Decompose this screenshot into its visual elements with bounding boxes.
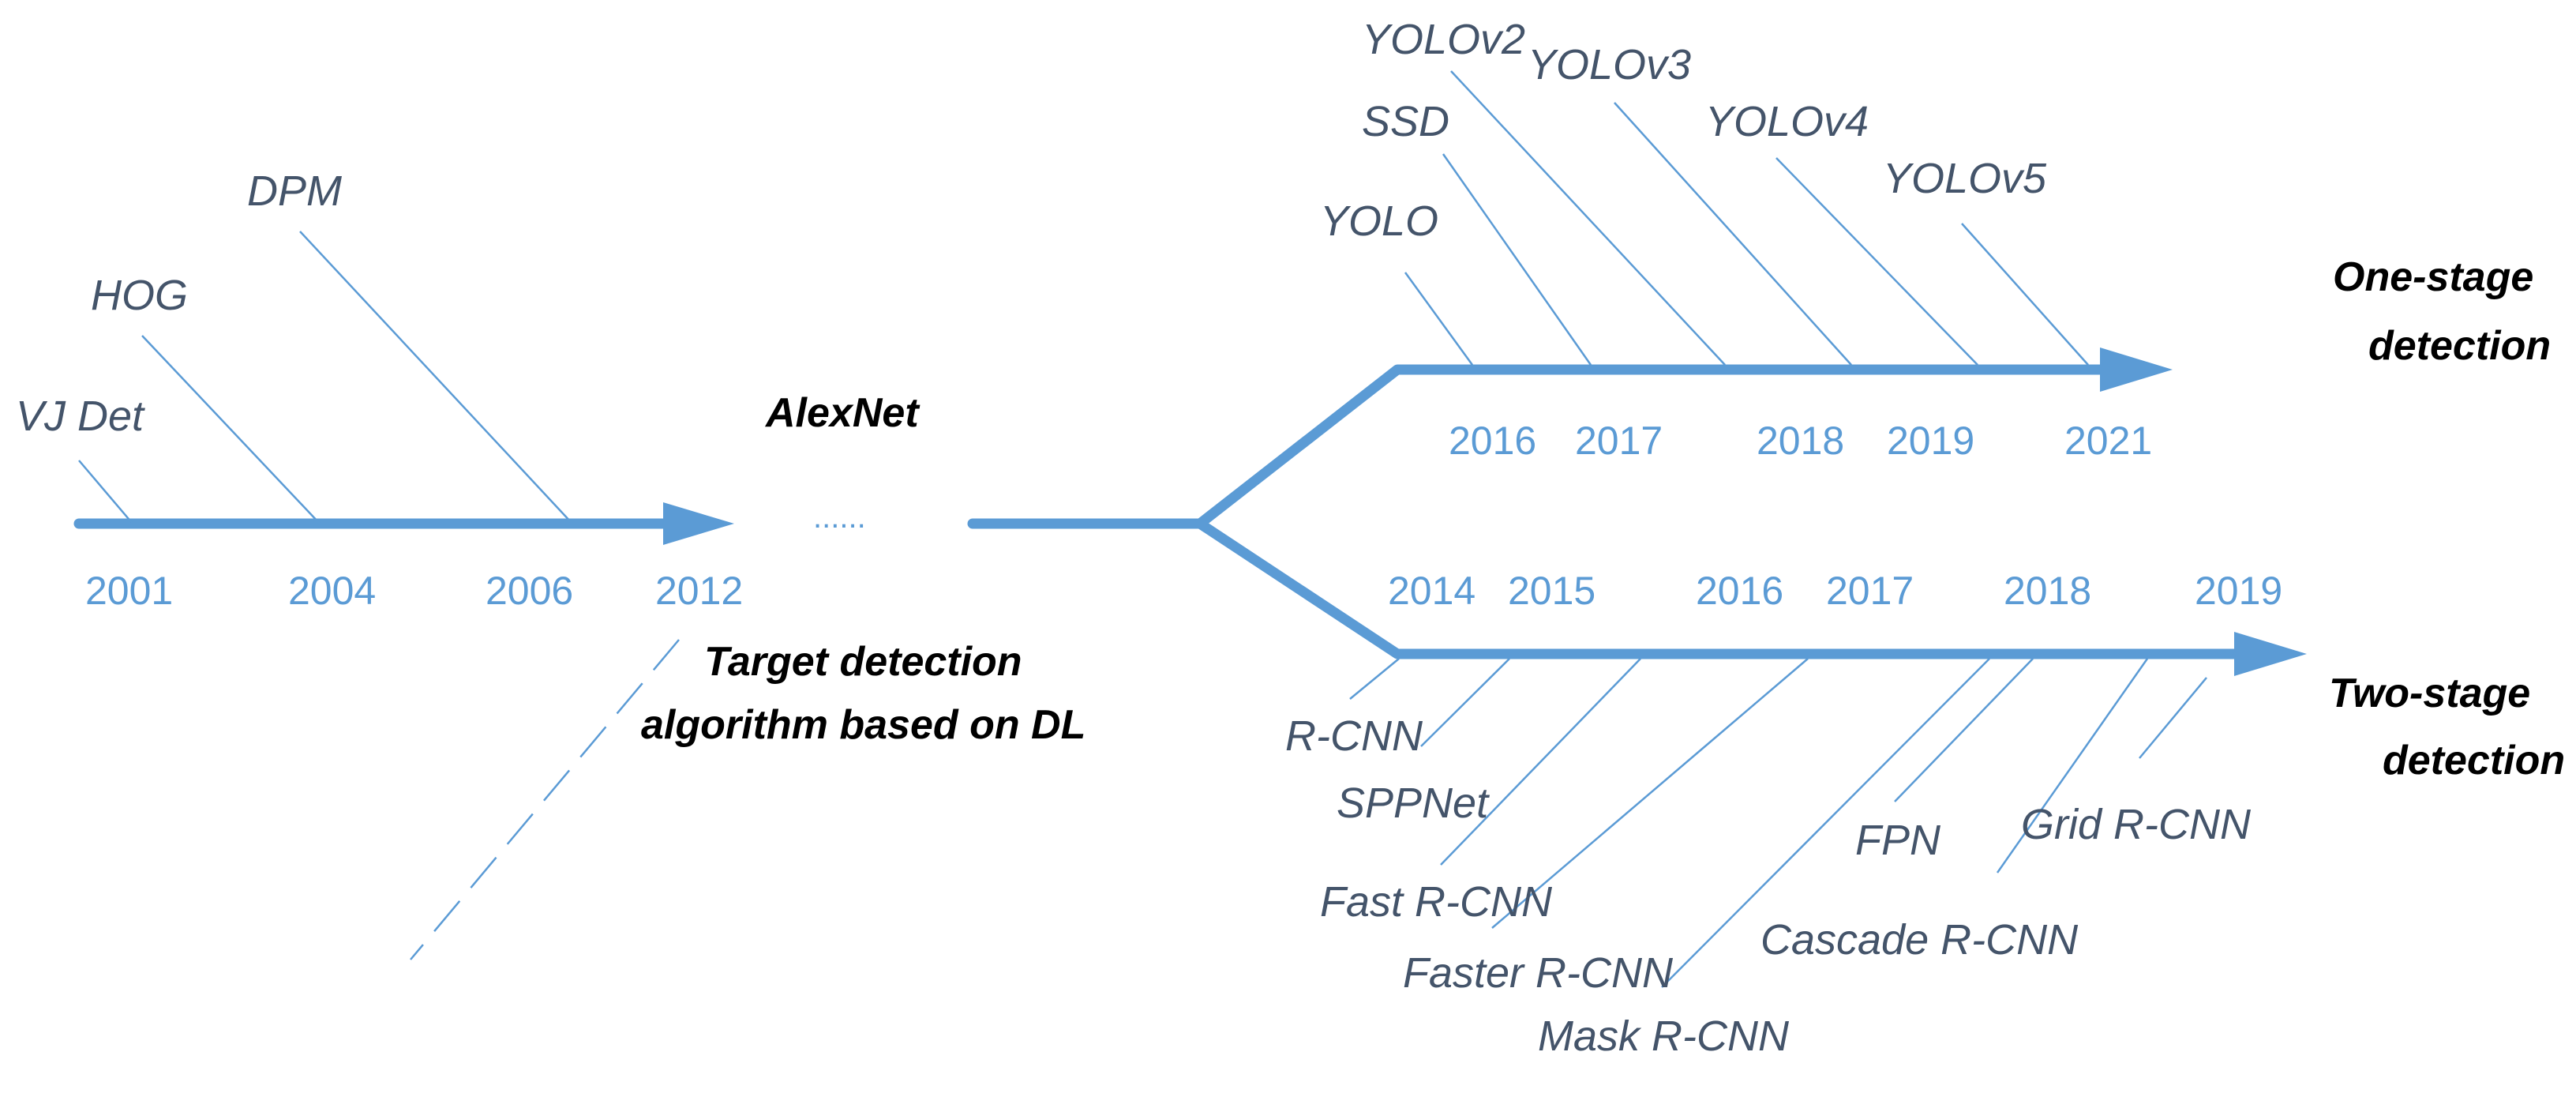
leader-mask-r-cnn <box>1661 658 1990 988</box>
leader-yolov5 <box>1961 223 2089 366</box>
leader-yolov3 <box>1614 102 1852 366</box>
one-stage-year-2019: 2019 <box>1887 419 1974 463</box>
year-2006: 2006 <box>486 569 573 613</box>
year-2004: 2004 <box>288 569 376 613</box>
ellipsis: ...... <box>813 500 866 535</box>
leader-r-cnn <box>1349 658 1400 700</box>
leader-faster-r-cnn <box>1491 658 1809 929</box>
leader-cascade-r-cnn <box>1996 658 2149 873</box>
dl-label-line1: Target detection <box>704 639 1022 685</box>
model-yolov4: YOLOv4 <box>1705 98 1869 145</box>
leader-grid-r-cnn <box>2139 677 2207 759</box>
model-fast-r-cnn: Fast R-CNN <box>1320 878 1553 926</box>
leader-hog <box>141 335 321 524</box>
model-ssd: SSD <box>1362 98 1449 145</box>
model-yolov5: YOLOv5 <box>1883 155 2047 202</box>
one-stage-branch-line <box>967 364 2129 529</box>
model-dpm: DPM <box>247 167 342 215</box>
model-vj-det: VJ Det <box>16 393 145 440</box>
two-stage-year-2016: 2016 <box>1696 569 1783 613</box>
early-timeline-arrowhead <box>663 502 734 545</box>
alexnet-label: AlexNet <box>764 390 921 436</box>
two-stage-year-2017: 2017 <box>1826 569 1914 613</box>
year-2012: 2012 <box>655 569 743 613</box>
leader-yolov2 <box>1450 70 1726 366</box>
model-cascade-r-cnn: Cascade R-CNN <box>1760 916 2079 964</box>
dl-label-line2: algorithm based on DL <box>641 702 1086 748</box>
two-stage-arrowhead <box>2234 632 2307 676</box>
model-faster-r-cnn: Faster R-CNN <box>1403 949 1674 997</box>
model-fpn: FPN <box>1855 817 1941 864</box>
leader-fast-r-cnn <box>1440 658 1641 866</box>
leader-ssd <box>1442 153 1592 366</box>
two-stage-year-2015: 2015 <box>1508 569 1595 613</box>
two-stage-year-2019: 2019 <box>2195 569 2282 613</box>
one-stage-title-line1: One-stage <box>2333 254 2533 300</box>
model-grid-r-cnn: Grid R-CNN <box>2021 801 2252 848</box>
two-stage-branch-line <box>1194 518 2263 659</box>
two-stage-year-2014: 2014 <box>1388 569 1475 613</box>
one-stage-arrowhead <box>2100 348 2173 392</box>
leader-sppnet <box>1420 658 1510 747</box>
leader-dpm <box>299 231 573 524</box>
model-mask-r-cnn: Mask R-CNN <box>1538 1012 1790 1060</box>
one-stage-title-line2: detection <box>2368 323 2551 369</box>
model-yolo: YOLO <box>1320 197 1438 245</box>
dl-dashed-leader <box>410 639 680 960</box>
one-stage-year-2021: 2021 <box>2064 419 2152 463</box>
one-stage-year-2017: 2017 <box>1575 419 1663 463</box>
one-stage-year-2018: 2018 <box>1757 419 1844 463</box>
two-stage-title-line2: detection <box>2383 738 2565 783</box>
leader-yolo <box>1404 272 1474 366</box>
leader-fpn <box>1894 658 2034 802</box>
model-sppnet: SPPNet <box>1337 780 1490 827</box>
leader-yolov4 <box>1775 157 1978 366</box>
model-r-cnn: R-CNN <box>1285 712 1423 760</box>
model-yolov2: YOLOv2 <box>1362 16 1525 63</box>
one-stage-year-2016: 2016 <box>1449 419 1536 463</box>
model-hog: HOG <box>91 272 188 319</box>
two-stage-title-line1: Two-stage <box>2329 671 2530 716</box>
leader-vj-det <box>78 460 133 524</box>
two-stage-year-2018: 2018 <box>2004 569 2091 613</box>
model-yolov3: YOLOv3 <box>1528 41 1691 88</box>
year-2001: 2001 <box>85 569 173 613</box>
